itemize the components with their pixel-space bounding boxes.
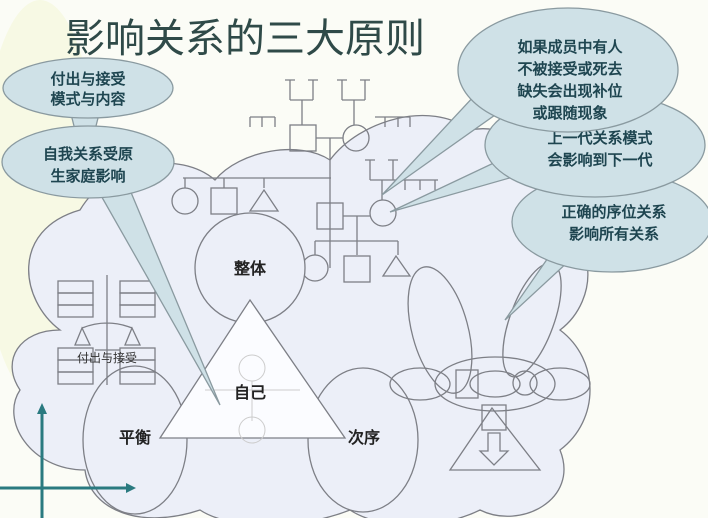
- bubble-text-line: 影响所有关系: [569, 225, 659, 243]
- bubble-text-line: 正确的序位关系: [561, 203, 666, 221]
- bubble-self-origin: 自我关系受原 生家庭影响: [1, 125, 221, 406]
- bubble-text-line: 生家庭影响: [50, 167, 125, 185]
- bubble-order: 正确的序位关系 影响所有关系: [504, 171, 708, 321]
- bubble-text-line: 付出与接受: [50, 70, 125, 88]
- balance-label: 平衡: [119, 428, 151, 447]
- bubble-text-line: 自我关系受原: [43, 145, 133, 163]
- self-triangle: 自己: [158, 298, 347, 444]
- whole-label: 整体: [233, 259, 267, 278]
- balance-circle: [82, 365, 188, 515]
- bubble-give-receive: 付出与接受 模式与内容: [2, 57, 174, 131]
- bubble-text-line: 或跟随现象: [532, 104, 607, 122]
- scale-icon: 付出与接受: [57, 275, 156, 385]
- axis-icon: [0, 403, 136, 518]
- order-label: 次序: [348, 428, 380, 447]
- bubble-text-line: 上一代关系模式: [547, 129, 652, 147]
- page-title: 影响关系的三大原则: [65, 16, 425, 62]
- bubble-text-line: 模式与内容: [50, 90, 125, 108]
- scale-label: 付出与接受: [77, 350, 137, 365]
- self-label: 自己: [234, 383, 266, 402]
- order-circle: [307, 367, 419, 513]
- bubble-text-line: 会影响到下一代: [547, 151, 652, 169]
- bubble-text-line: 缺失会出现补位: [516, 82, 622, 100]
- genogram-father: [289, 124, 317, 152]
- genogram-self: [369, 199, 397, 227]
- genogram: [171, 79, 438, 283]
- bubble-missing-member: 如果成员中有人 不被接受或死去 缺失会出现补位 或跟随现象: [381, 7, 679, 196]
- bubble-text-line: 不被接受或死去: [517, 60, 622, 78]
- bubble-text-line: 如果成员中有人: [517, 38, 623, 56]
